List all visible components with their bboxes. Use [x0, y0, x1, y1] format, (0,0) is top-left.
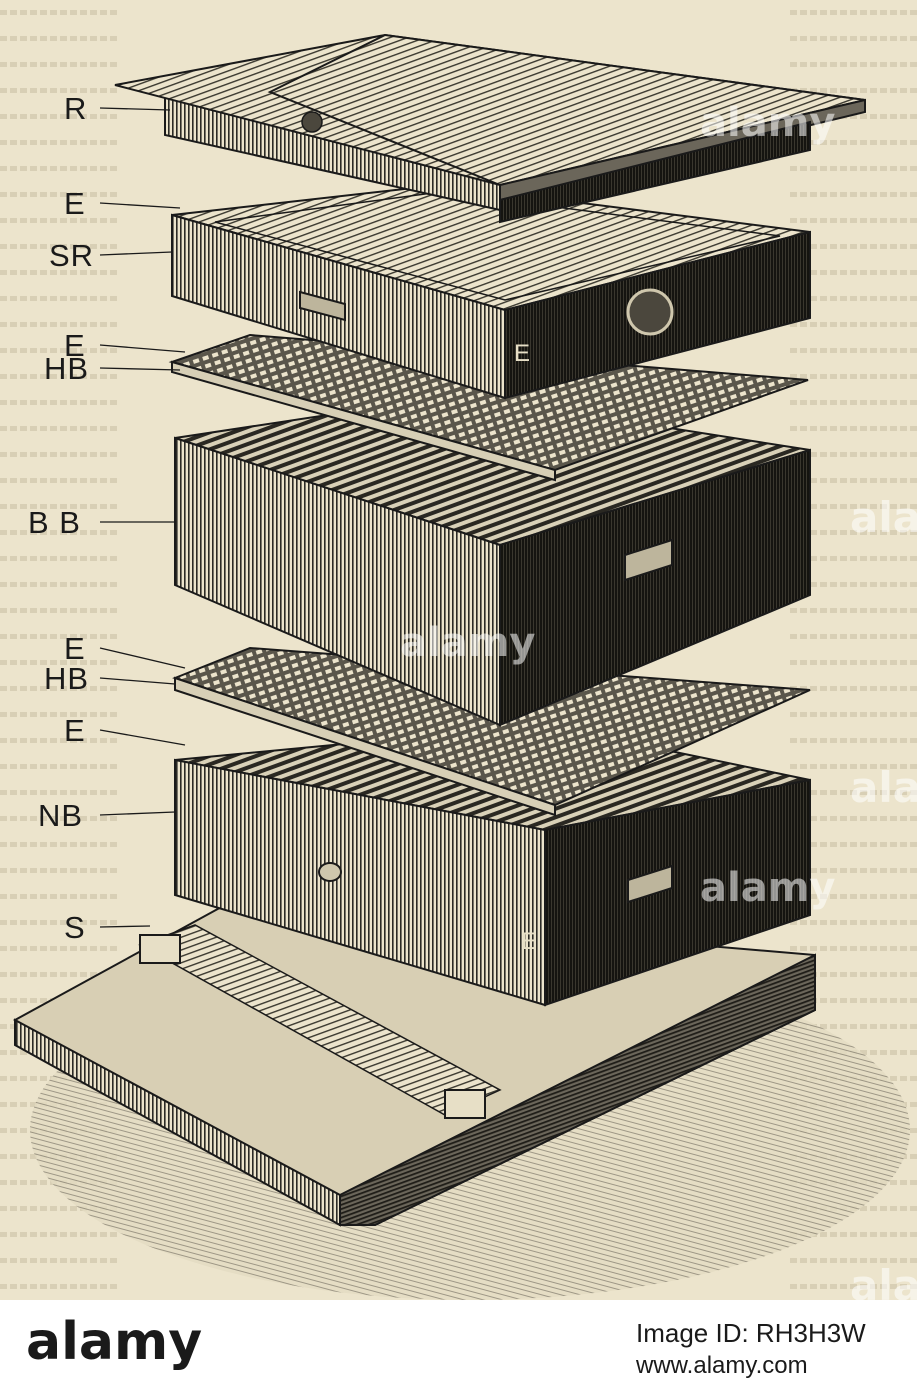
watermark-1: alamy [700, 100, 836, 146]
label-e-1: E [64, 186, 86, 221]
label-bb: B B [28, 505, 81, 540]
alamy-logo: alamy [26, 1312, 203, 1372]
label-sr: SR [49, 238, 95, 273]
site-url: www.alamy.com [636, 1352, 808, 1379]
watermark-3: alamy [700, 865, 836, 911]
label-e-4: E [64, 713, 86, 748]
label-nb: NB [38, 798, 84, 833]
label-s: S [64, 910, 86, 945]
watermark-edge-3: alar [850, 1261, 917, 1301]
image-id: Image ID: RH3H3W [636, 1318, 866, 1348]
label-hb-2: HB [44, 661, 90, 696]
watermark-edge-1: alar [850, 493, 917, 542]
watermark-edge-2: alar [850, 763, 917, 812]
stock-footer-bar: alamy Image ID: RH3H3W www.alamy.com [0, 1300, 917, 1390]
label-e-2: E [64, 328, 86, 363]
label-hb-1: HB [44, 351, 90, 386]
label-e-3: E [64, 631, 86, 666]
engraving-canvas: R E SR E HB B B E HB E NB S E E alamy al… [0, 0, 917, 1300]
watermark-2: alamy [400, 620, 536, 666]
beehive-engraving [0, 0, 917, 1300]
section-rack-side-mark: E [514, 340, 532, 367]
label-r: R [64, 91, 88, 126]
nadir-box-side-mark: E [521, 928, 539, 955]
